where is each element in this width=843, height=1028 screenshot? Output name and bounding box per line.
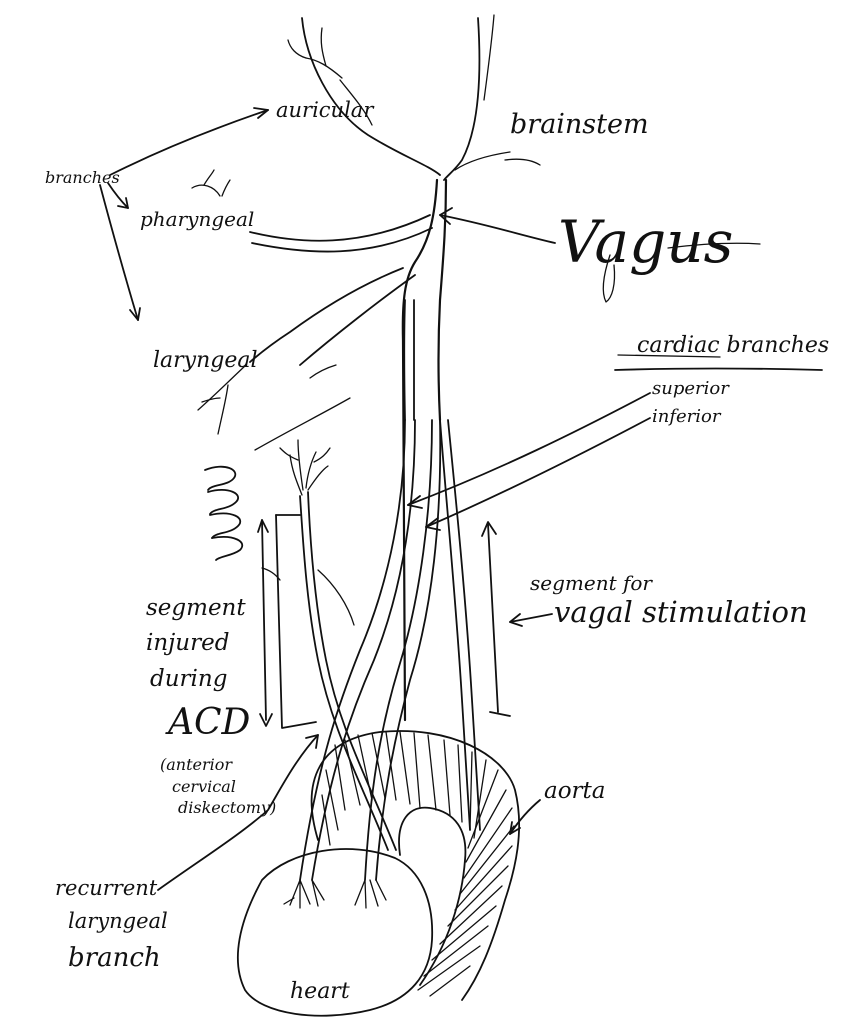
cardiac-nerve-bundle [300, 420, 480, 880]
trachea-rings [205, 467, 242, 560]
label-brainstem: brainstem [510, 109, 649, 140]
label-injured: injured [146, 630, 229, 656]
label-auricular: auricular [276, 98, 375, 122]
label-cardiac-branches: cardiac branches [637, 333, 829, 358]
label-during: during [150, 666, 227, 692]
label-aorta: aorta [544, 778, 606, 804]
arrow-to-laryngeal [100, 185, 140, 320]
label-segment-for: segment for [530, 571, 653, 595]
label-vagus: Vagus [558, 208, 733, 276]
arrow-to-aorta [510, 800, 540, 834]
arrow-vagus-to-trunk [440, 208, 555, 243]
label-superior: superior [652, 378, 730, 399]
label-diskectomy: diskectomy) [178, 798, 276, 817]
arrow-superior-cardiac [408, 393, 650, 508]
label-laryngeal: laryngeal [153, 348, 258, 373]
arrow-inferior-cardiac [426, 418, 650, 530]
arrow-segment-stimulation [510, 614, 552, 626]
segment-injured-bracket [258, 515, 316, 728]
label-anterior: (anterior [160, 755, 233, 774]
segment-stimulation-bracket [482, 522, 510, 716]
label-vagal-stimulation: vagal stimulation [554, 595, 808, 629]
label-heart: heart [290, 979, 350, 1004]
label-branches: branches [45, 168, 120, 187]
label-cervical: cervical [172, 777, 236, 796]
label-inferior: inferior [652, 406, 722, 427]
label-recurrent: recurrent [55, 876, 158, 900]
heart-branch-twigs [284, 880, 386, 908]
label-branch: branch [68, 943, 161, 973]
label-laryngeal-2: laryngeal [68, 909, 168, 933]
brainstem-side-branch [455, 152, 540, 170]
label-acd: ACD [165, 702, 251, 743]
arrow-to-auricular [110, 108, 268, 175]
recurrent-laryngeal-nerve [280, 440, 396, 850]
aorta-arch [312, 731, 520, 1000]
larynx-lines [255, 365, 350, 450]
label-segment: segment [146, 595, 246, 621]
label-pharyngeal: pharyngeal [140, 207, 254, 231]
